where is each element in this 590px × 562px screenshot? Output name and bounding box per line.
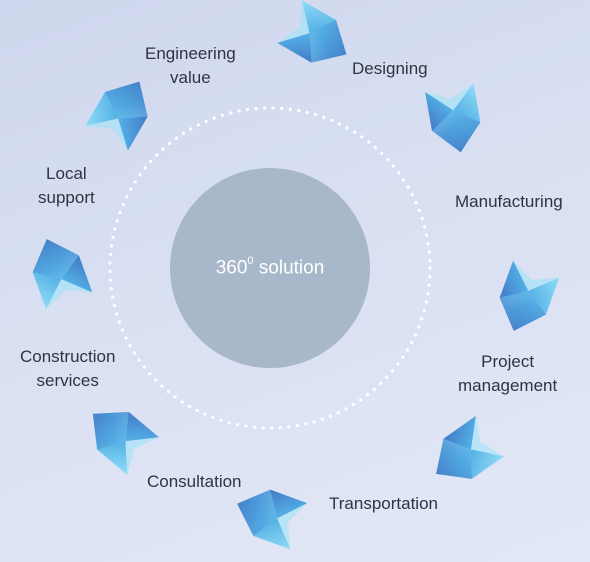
arrow-icon bbox=[77, 395, 159, 475]
stage-label-designing: Designing bbox=[352, 59, 428, 78]
arrow-icon bbox=[277, 0, 359, 76]
center-label: 3600 solution bbox=[170, 168, 370, 368]
dotted-ring bbox=[108, 106, 432, 430]
arrow-icon bbox=[422, 416, 504, 494]
arrow-icon bbox=[490, 260, 560, 340]
center-label-text: 3600 solution bbox=[215, 254, 325, 279]
center-circle bbox=[170, 168, 370, 368]
stage-label-consultation: Consultation bbox=[147, 472, 242, 491]
arrow-icon bbox=[23, 230, 93, 310]
stage-label-manufacturing: Manufacturing bbox=[455, 192, 563, 211]
arrow-icon bbox=[425, 83, 485, 157]
stage-label-transportation: Transportation bbox=[329, 494, 438, 513]
